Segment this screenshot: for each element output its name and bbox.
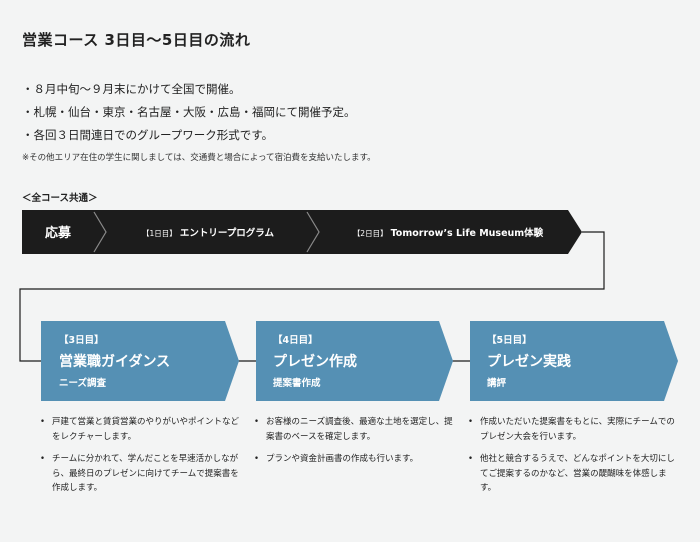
separator-chevron [306,211,320,253]
common-course-bar [22,210,582,254]
apply-step: 応募 [45,225,72,241]
day4-title: プレゼン作成 [273,353,357,370]
day5-title: プレゼン実践 [487,353,571,370]
day4-subtitle: 提案書作成 [273,377,321,389]
day4-box [256,321,453,401]
list-item: お客様のニーズ調査後、最適な土地を選定し、提案書のベースを確定します。 [254,415,454,444]
separator-chevron [93,211,107,253]
travel-note: ※その他エリア在住の学生に関しましては、交通費と場合によって宿泊費を支給いたしま… [22,153,376,163]
day5-tag: 【5日目】 [487,334,532,346]
day3-box [41,321,239,401]
day3-subtitle: ニーズ調査 [59,377,107,389]
list-item: 他社と競合するうえで、どんなポイントを大切にしてご提案するのかなど、営業の醍醐味… [468,452,678,496]
list-item: 作成いただいた提案書をもとに、実際にチームでのプレゼン大会を行います。 [468,415,678,444]
day1-step: 【1日目】エントリープログラム [142,227,274,239]
day3-description: 戸建て営業と賃貸営業のやりがいやポイントなどをレクチャーします。 チームに分かれ… [40,415,240,504]
day3-title: 営業職ガイダンス [59,353,170,370]
day4-tag: 【4日目】 [273,334,318,346]
overview-item: 札幌・仙台・東京・名古屋・大阪・広島・福岡にて開催予定。 [22,101,356,124]
day5-description: 作成いただいた提案書をもとに、実際にチームでのプレゼン大会を行います。 他社と競… [468,415,678,504]
list-item: プランや資金計画書の作成も行います。 [254,452,454,467]
day3-tag: 【3日目】 [59,334,104,346]
overview-item: ８月中旬〜９月末にかけて全国で開催。 [22,78,356,101]
flow-connector [19,231,605,362]
list-item: チームに分かれて、学んだことを早速活かしながら、最終日のプレゼンに向けてチームで… [40,452,240,496]
page-title: 営業コース 3日目〜5日目の流れ [22,31,251,49]
day5-box [470,321,678,401]
day5-subtitle: 講評 [487,377,507,389]
overview-item: 各回３日間連日でのグループワーク形式です。 [22,124,356,147]
section-label: ＜全コース共通＞ [22,193,98,204]
list-item: 戸建て営業と賃貸営業のやりがいやポイントなどをレクチャーします。 [40,415,240,444]
overview-list: ８月中旬〜９月末にかけて全国で開催。 札幌・仙台・東京・名古屋・大阪・広島・福岡… [22,78,356,147]
day4-description: お客様のニーズ調査後、最適な土地を選定し、提案書のベースを確定します。 プランや… [254,415,454,475]
day2-step: 【2日目】Tomorrow’s Life Museum体験 [353,227,544,239]
